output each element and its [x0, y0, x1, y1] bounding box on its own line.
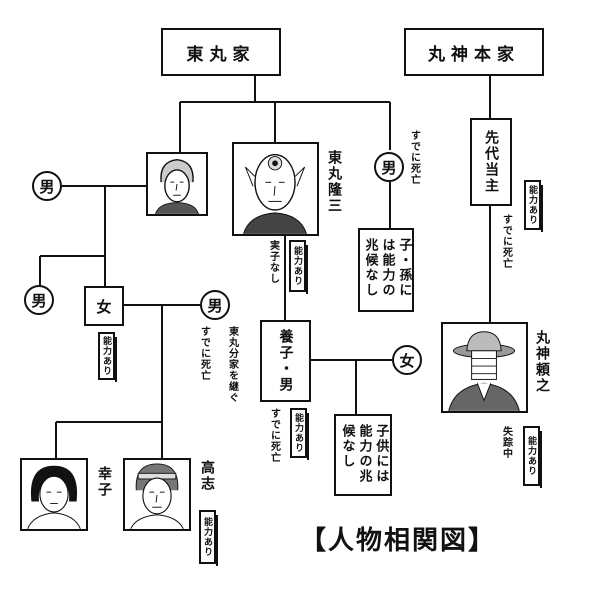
husband-inherit-note: 東丸分家を継ぐ: [226, 326, 238, 403]
yoriyuki-name: 丸神頼之: [534, 330, 550, 394]
ryuzo-ability-badge: 能力あり: [289, 240, 308, 294]
woman-ability-badge: 能力あり: [98, 332, 117, 382]
sendai-ability-badge: 能力あり: [524, 180, 543, 232]
no-ability-children-text: 子供には能力の兆候なし: [339, 424, 389, 484]
sachiko-name: 幸子: [96, 466, 112, 498]
adopted-son-dead-note: すでに死亡: [268, 408, 280, 463]
takashi-portrait: [123, 458, 191, 531]
sachiko-drawing: [27, 465, 81, 529]
elder-male-circle: 男: [32, 171, 62, 201]
yoriyuki-ability-badge: 能力あり: [523, 426, 542, 488]
husband-circle: 男: [200, 290, 230, 320]
yoriyuki-missing-note: 失踪中: [500, 426, 512, 459]
diagram-title: 【人物相関図】: [300, 526, 497, 556]
old-woman-drawing: [155, 158, 199, 214]
higashimaru-family-header: 東丸家: [161, 28, 281, 76]
yoriyuki-drawing: [448, 331, 520, 411]
adopted-son-box: 養子・男: [260, 320, 311, 402]
yoriyuki-portrait: [441, 322, 528, 413]
takashi-ability-badge: 能力あり: [199, 510, 218, 566]
ryuzo-portrait: [232, 142, 319, 236]
no-ability-grandchildren-note: 子・孫には能力の兆候なし: [358, 228, 414, 312]
left-male-circle: 男: [24, 285, 54, 315]
old-woman-portrait: [146, 152, 208, 216]
husband-dead-note: すでに死亡: [198, 326, 210, 381]
sendai-toshu-label: 先代当主: [483, 130, 499, 194]
sachiko-portrait: [20, 458, 88, 531]
ryuzo-name: 東丸隆三: [326, 150, 342, 214]
adopted-son-label: 養子・男: [277, 329, 294, 393]
ryuzo-no-biological-child: 実子なし: [267, 240, 279, 284]
no-ability-grandchildren-text: 子・孫には能力の兆候なし: [362, 238, 412, 298]
woman-box: 女: [84, 286, 124, 326]
sendai-dead-note: すでに死亡: [500, 214, 512, 269]
dead-male-annotation: すでに死亡: [408, 130, 420, 185]
marugami-family-header: 丸神本家: [404, 28, 544, 76]
adopted-son-ability-badge: 能力あり: [290, 408, 309, 460]
takashi-drawing: [130, 463, 184, 529]
no-ability-children-note: 子供には能力の兆候なし: [334, 414, 392, 496]
sendai-toshu-box: 先代当主: [470, 118, 512, 206]
dead-male-circle: 男: [374, 152, 404, 182]
ryuzo-drawing: [243, 153, 307, 234]
takashi-name: 高志: [199, 460, 215, 492]
spouse-female-circle: 女: [392, 345, 422, 375]
